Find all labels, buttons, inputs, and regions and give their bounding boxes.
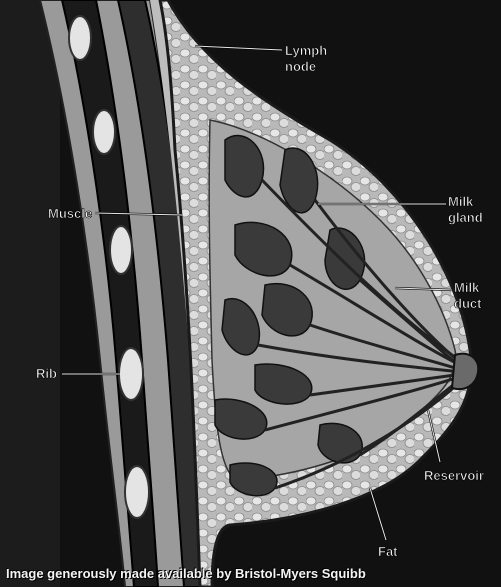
label-rib: Rib — [36, 366, 57, 381]
label-reservoir: Reservoir — [424, 468, 484, 483]
image-credit-caption: Image generously made available by Brist… — [6, 566, 496, 586]
label-milk-duct-line1: Milk — [454, 280, 480, 295]
label-lymph-node-line1: Lymph — [285, 43, 327, 58]
label-lymph-node-line2: node — [285, 59, 316, 74]
background-panel — [0, 0, 60, 587]
label-milk-duct-line2: duct — [454, 296, 482, 311]
label-milk-gland-line1: Milk — [448, 194, 474, 209]
label-muscle: Muscle — [48, 206, 92, 221]
label-fat: Fat — [378, 544, 398, 559]
label-milk-gland-line2: gland — [448, 210, 483, 225]
